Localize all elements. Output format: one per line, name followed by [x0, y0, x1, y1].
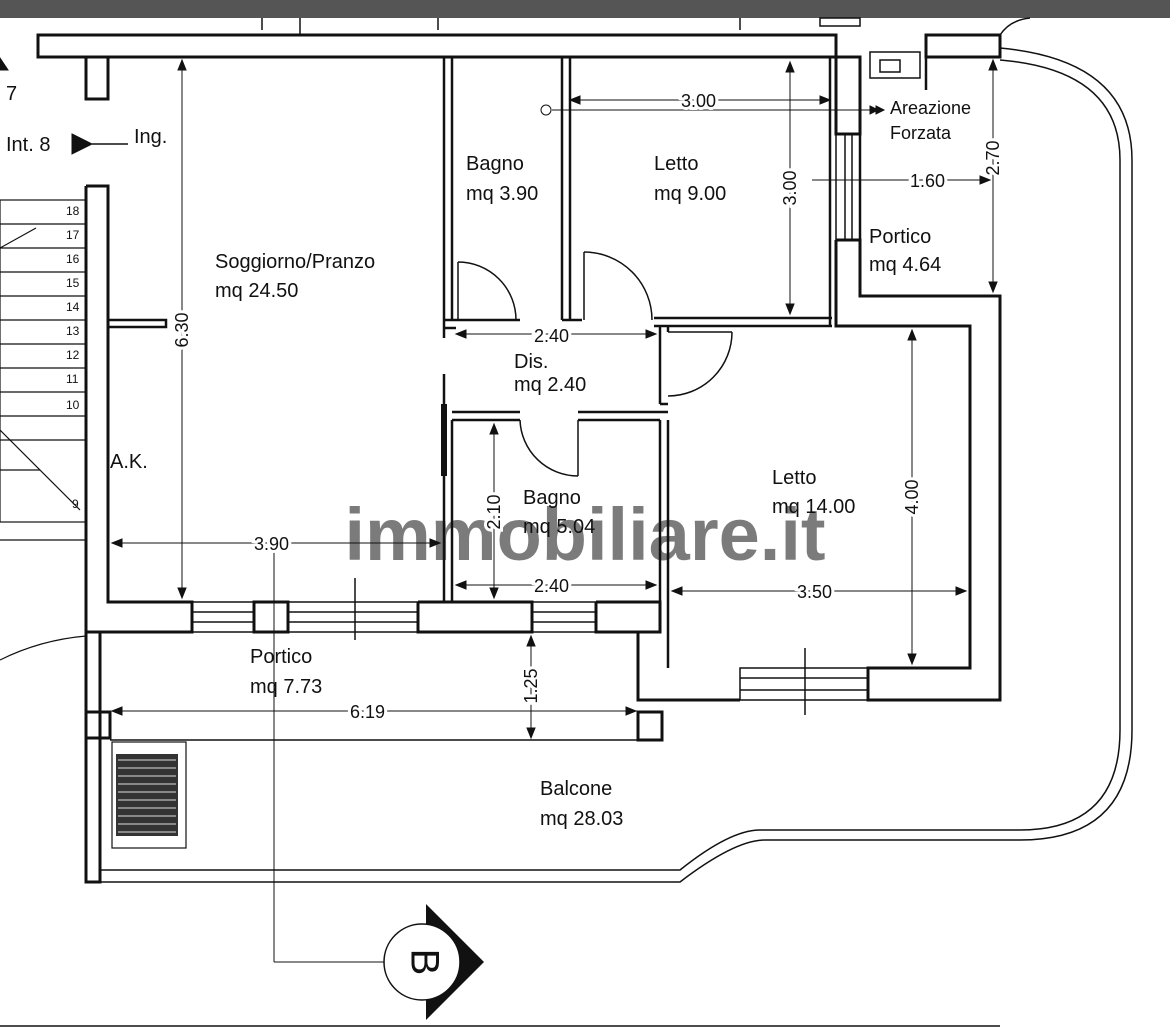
- dim-2-10: 2.10: [484, 494, 504, 529]
- room-bagno2-name: Bagno: [523, 487, 581, 509]
- room-bagno1-name: Bagno: [466, 153, 524, 175]
- dim-2-70: 2.70: [983, 140, 1003, 175]
- room-letto2-name: Letto: [772, 467, 816, 489]
- dim-1-60: 1.60: [910, 171, 945, 191]
- stair-step-10: 10: [66, 398, 80, 412]
- staircase: [0, 199, 87, 661]
- room-portico2-name: Portico: [250, 646, 312, 668]
- room-balcone-area: mq 28.03: [540, 808, 623, 830]
- north-arrow-icon: [0, 57, 9, 71]
- stair-step-17: 17: [66, 228, 80, 242]
- room-portico1-area: mq 4.64: [869, 254, 941, 276]
- entry-label: Ing.: [134, 126, 167, 148]
- top-bar: [0, 0, 1170, 18]
- dim-2-40-top: 2.40: [534, 326, 569, 346]
- room-balcone-name: Balcone: [540, 778, 612, 800]
- dim-3-50: 3.50: [797, 582, 832, 602]
- room-letto1-area: mq 9.00: [654, 183, 726, 205]
- balcony-grille: [111, 741, 187, 849]
- unit-number-label: 7: [6, 83, 17, 105]
- stair-step-11: 11: [66, 372, 79, 386]
- dimension-lines: [110, 58, 998, 963]
- watermark: immobiliare.it: [344, 493, 825, 576]
- dim-3-00-horizontal: 3.00: [681, 91, 716, 111]
- room-dis-area: mq 2.40: [514, 374, 586, 396]
- room-letto1-name: Letto: [654, 153, 698, 175]
- dim-2-40-bottom: 2.40: [534, 576, 569, 596]
- room-portico2-area: mq 7.73: [250, 676, 322, 698]
- room-soggiorno-area: mq 24.50: [215, 280, 298, 302]
- room-bagno1-area: mq 3.90: [466, 183, 538, 205]
- interior-walls: [106, 57, 928, 668]
- stair-step-18: 18: [66, 204, 80, 218]
- room-portico1-name: Portico: [869, 226, 931, 248]
- room-soggiorno-name: Soggiorno/Pranzo: [215, 251, 375, 273]
- stair-step-13: 13: [66, 324, 80, 338]
- dim-3-00-vertical: 3.00: [780, 170, 800, 205]
- room-dis-name: Dis.: [514, 351, 548, 373]
- windows: [191, 133, 869, 715]
- dimension-labels: 3.00 3.00 1.60 2.70 6.30 2.40 2.10 2.40 …: [169, 88, 1006, 725]
- room-labels: Soggiorno/Pranzo mq 24.50 Bagno mq 3.90 …: [6, 83, 971, 830]
- stair-numbers: 18 17 16 15 14 13 12 11 10 9: [66, 204, 80, 511]
- entrance-arrow-icon: [71, 133, 94, 155]
- stair-step-16: 16: [66, 252, 80, 266]
- section-label: B: [402, 949, 446, 976]
- section-marker: B: [383, 904, 484, 1020]
- areazione-label-1: Areazione: [890, 98, 971, 118]
- room-letto2-area: mq 14.00: [772, 496, 855, 518]
- room-bagno2-area: mq 5.04: [523, 516, 595, 538]
- dim-6-30: 6.30: [172, 312, 192, 347]
- top-fixtures: [261, 17, 1031, 79]
- dim-4-00: 4.00: [902, 479, 922, 514]
- dim-6-19: 6.19: [350, 702, 385, 722]
- balcony-outline: [100, 47, 1133, 883]
- entrance-markers: [0, 57, 128, 155]
- ak-label: A.K.: [110, 451, 148, 473]
- dim-1-25: 1.25: [521, 668, 541, 703]
- stair-step-9: 9: [72, 497, 79, 511]
- stair-step-14: 14: [66, 300, 80, 314]
- dim-3-90: 3.90: [254, 534, 289, 554]
- doors: [457, 251, 733, 477]
- stair-step-12: 12: [66, 348, 80, 362]
- stair-step-15: 15: [66, 276, 80, 290]
- areazione-label-2: Forzata: [890, 123, 952, 143]
- unit-label: Int. 8: [6, 134, 50, 156]
